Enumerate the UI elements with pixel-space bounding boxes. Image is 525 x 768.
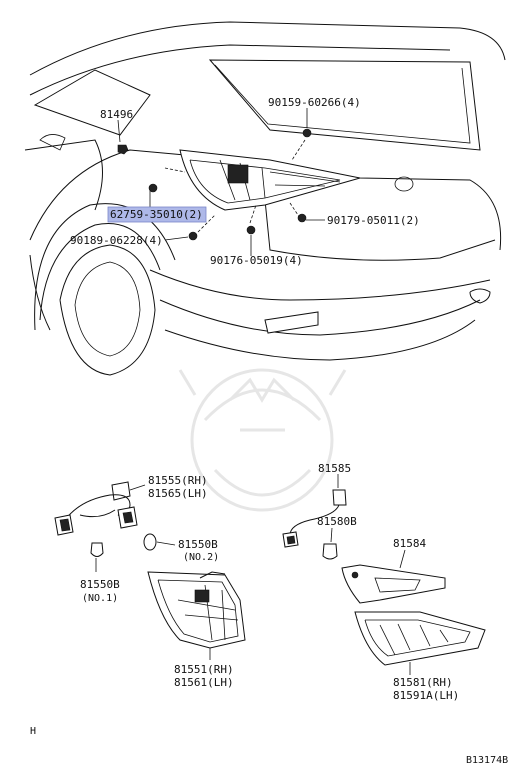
screw-90189 (188, 231, 198, 241)
bulb-no1 (90, 542, 104, 572)
label-90159-60266: 90159-60266(4) (268, 96, 361, 109)
label-90189-06228: 90189-06228(4) (70, 234, 163, 247)
label-81584: 81584 (393, 537, 426, 550)
bulb-no2 (143, 533, 176, 551)
rear-combination-lamp (147, 571, 246, 649)
fasteners-upper (117, 128, 312, 241)
label-81496: 81496 (100, 108, 133, 121)
label-81550b-no1: 81550B (80, 578, 120, 591)
label-81565: 81565(LH) (148, 487, 208, 500)
clip-81496 (117, 144, 129, 155)
figure-code: B13174B (466, 755, 508, 766)
label-90179-05011: 90179-05011(2) (327, 214, 420, 227)
lamp-cover-81584 (341, 564, 446, 604)
lamp-socket-wire (282, 489, 347, 548)
leader-81584 (399, 549, 406, 569)
label-81551: 81551(RH) (174, 663, 234, 676)
label-81555: 81555(RH) (148, 474, 208, 487)
watermark-emblem (178, 368, 347, 512)
tail-lamp-installed (164, 139, 361, 233)
screw-90159 (302, 128, 312, 138)
back-door-lamp (354, 611, 486, 666)
nut-90179 (297, 213, 307, 223)
label-81591a: 81591A(LH) (393, 689, 459, 702)
highlight-62759 (107, 206, 207, 223)
nut-90176 (246, 225, 256, 235)
bulb-81580b (322, 543, 338, 560)
label-no2: (NO.2) (183, 552, 219, 563)
nut-62759 (148, 183, 158, 193)
label-81581: 81581(RH) (393, 676, 453, 689)
label-90176-05019: 90176-05019(4) (210, 254, 303, 267)
label-81585: 81585 (318, 462, 351, 475)
leader-81580b (330, 527, 333, 543)
label-81561: 81561(LH) (174, 676, 234, 689)
label-81580b: 81580B (317, 515, 357, 528)
socket-wire-harness (54, 481, 138, 536)
leader-lines-upper (117, 108, 325, 256)
label-no1: (NO.1) (82, 593, 118, 604)
leader-81555 (129, 484, 146, 491)
label-62759-35010[interactable]: 62759-35010(2) (110, 208, 203, 221)
corner-mark: H (30, 726, 36, 737)
label-81550b-no2: 81550B (178, 538, 218, 551)
